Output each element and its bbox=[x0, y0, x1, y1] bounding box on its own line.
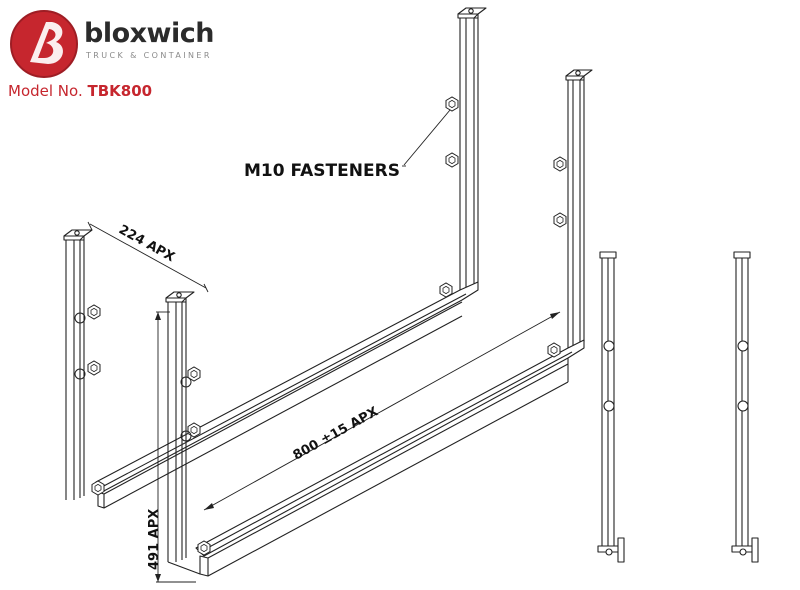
model-number: TBK800 bbox=[87, 82, 153, 100]
fastener-nut-icon bbox=[445, 96, 459, 112]
model-number-line: Model No. TBK800 bbox=[8, 84, 152, 99]
fastener-nut-icon bbox=[439, 282, 453, 298]
fastener-nut-icon bbox=[91, 480, 105, 496]
logo-ring bbox=[10, 10, 78, 78]
fastener-nut-icon bbox=[445, 152, 459, 168]
fastener-nut-icon bbox=[547, 342, 561, 358]
fastener-nut-icon bbox=[87, 304, 101, 320]
front-right-upright bbox=[565, 69, 593, 348]
brand-tagline: TRUCK & CONTAINER bbox=[86, 51, 212, 60]
side-view-right bbox=[731, 251, 759, 563]
logo-b-inner bbox=[38, 29, 56, 58]
brand-name: bloxwich bbox=[84, 18, 214, 49]
brand-logo-icon bbox=[10, 10, 78, 78]
rear-right-upright bbox=[457, 7, 487, 290]
fastener-nut-icon bbox=[553, 156, 567, 172]
front-base-rail bbox=[195, 339, 585, 577]
dimension-lines bbox=[87, 109, 561, 583]
fastener-nut-icon bbox=[553, 212, 567, 228]
fastener-nut-icon bbox=[87, 360, 101, 376]
fastener-nut-icon bbox=[187, 422, 201, 438]
fastener-nut-icon bbox=[197, 540, 211, 556]
front-left-upright bbox=[165, 291, 201, 575]
height-dimension-label: 491 APX bbox=[147, 509, 162, 570]
fasteners-label: M10 FASTENERS bbox=[244, 161, 400, 181]
width-dimension-label: 800 ±15 APX bbox=[291, 404, 381, 463]
rear-base-rail bbox=[95, 281, 479, 509]
side-view-left bbox=[597, 251, 625, 563]
model-prefix: Model No. bbox=[8, 82, 83, 100]
